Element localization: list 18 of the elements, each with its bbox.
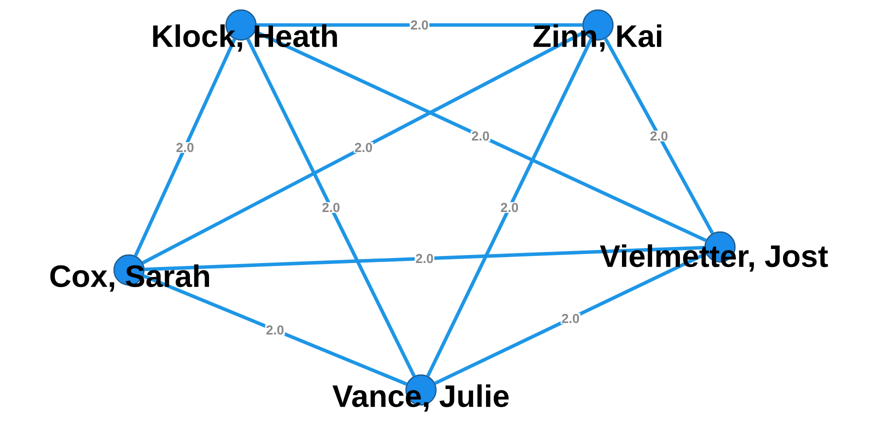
edge-label: 2.0 [322,202,340,212]
edge-line [604,38,714,234]
edge-label: 2.0 [650,131,668,141]
edge-line [256,23,582,27]
edge-label: 2.0 [500,202,518,212]
edge-line [246,38,416,377]
edge-line [426,38,593,377]
edge-label: 2.0 [472,131,489,141]
edge-label: 2.0 [562,314,579,324]
edge-label: 2.0 [416,254,433,264]
edge-label: 2.0 [176,142,194,152]
edge-line [134,38,236,257]
edge-line [142,274,408,386]
edge-line [434,252,707,385]
edge-label: 2.0 [410,20,428,30]
edge-label: 2.0 [354,142,372,152]
edge-line [254,30,707,242]
edge-label: 2.0 [266,325,284,335]
